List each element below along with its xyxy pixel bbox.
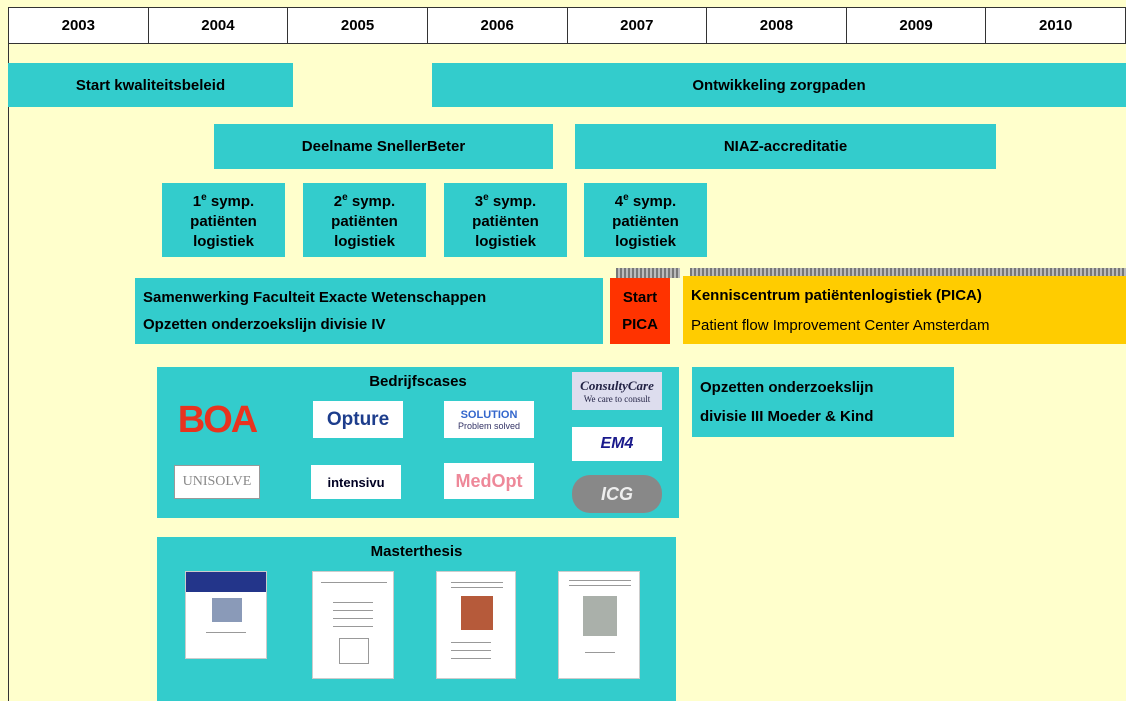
year-2005: 2005 (288, 8, 428, 43)
box-start-pica: Start PICA (610, 278, 670, 344)
thesis-cover-1 (185, 571, 267, 659)
thesis-cover-2 (312, 571, 394, 679)
box-symposium-4: 4e symp. patiënten logistiek (584, 183, 707, 257)
box-ontwikkeling-zorgpaden: Ontwikkeling zorgpaden (432, 63, 1126, 107)
masterthesis-title: Masterthesis (370, 543, 463, 560)
box-deelname-snellerbeter: Deelname SnellerBeter (214, 124, 553, 169)
year-2010: 2010 (1039, 17, 1073, 34)
year-2007: 2007 (568, 8, 708, 43)
box-onderzoekslijn-divisie-iii: Opzetten onderzoekslijn divisie III Moed… (692, 367, 954, 437)
samenwerking-label: Samenwerking Faculteit Exacte Wetenschap… (143, 289, 487, 306)
box-symposium-1: 1e symp. patiënten logistiek (162, 183, 285, 257)
consultycare-logo: ConsultyCare We care to consult (572, 372, 662, 410)
medopt-logo: MedOpt (444, 463, 534, 499)
box-symposium-3: 3e symp. patiënten logistiek (444, 183, 567, 257)
left-border-line (8, 44, 9, 701)
pica-title: Kenniscentrum patiëntenlogistiek (PICA) (691, 286, 982, 304)
hatch-bar-start (616, 268, 680, 278)
pica-subtitle: Patient flow Improvement Center Amsterda… (691, 316, 990, 334)
bedrijfscases-title: Bedrijfscases (369, 373, 467, 390)
year-2003: 2003 (9, 8, 149, 43)
box-kenniscentrum-pica: Kenniscentrum patiëntenlogistiek (PICA) … (683, 276, 1126, 344)
solution-logo: SOLUTION Problem solved (444, 401, 534, 438)
panel-masterthesis: Masterthesis (157, 537, 676, 701)
opture-logo: Opture (313, 401, 403, 438)
boa-logo: BOA (177, 398, 258, 441)
year-2008: 2008 (707, 8, 847, 43)
thesis-cover-4 (558, 571, 640, 679)
box-start-kwaliteitsbeleid: Start kwaliteitsbeleid (8, 63, 293, 107)
year-2009: 2009 (847, 8, 987, 43)
panel-bedrijfscases: Bedrijfscases BOA Opture SOLUTION Proble… (157, 367, 679, 518)
box-samenwerking-onderzoekslijn-iv: Samenwerking Faculteit Exacte Wetenschap… (135, 278, 603, 344)
box-symposium-2: 2e symp. patiënten logistiek (303, 183, 426, 257)
onderzoekslijn-iv-label: Opzetten onderzoekslijn divisie IV (143, 316, 386, 333)
intensivu-logo: intensivu (311, 465, 401, 499)
unisolve-logo: UNISOLVE (174, 465, 260, 499)
thesis-cover-3 (436, 571, 516, 679)
year-2004: 2004 (149, 8, 289, 43)
hatch-bar-pica (690, 268, 1126, 277)
year-2006: 2006 (428, 8, 568, 43)
em4-logo: EM4 (572, 427, 662, 461)
icg-logo: ICG (572, 475, 662, 513)
box-niaz-accreditatie: NIAZ-accreditatie (575, 124, 996, 169)
year-header: 2003 2004 2005 2006 2007 2008 2009 2010 (8, 7, 1126, 44)
